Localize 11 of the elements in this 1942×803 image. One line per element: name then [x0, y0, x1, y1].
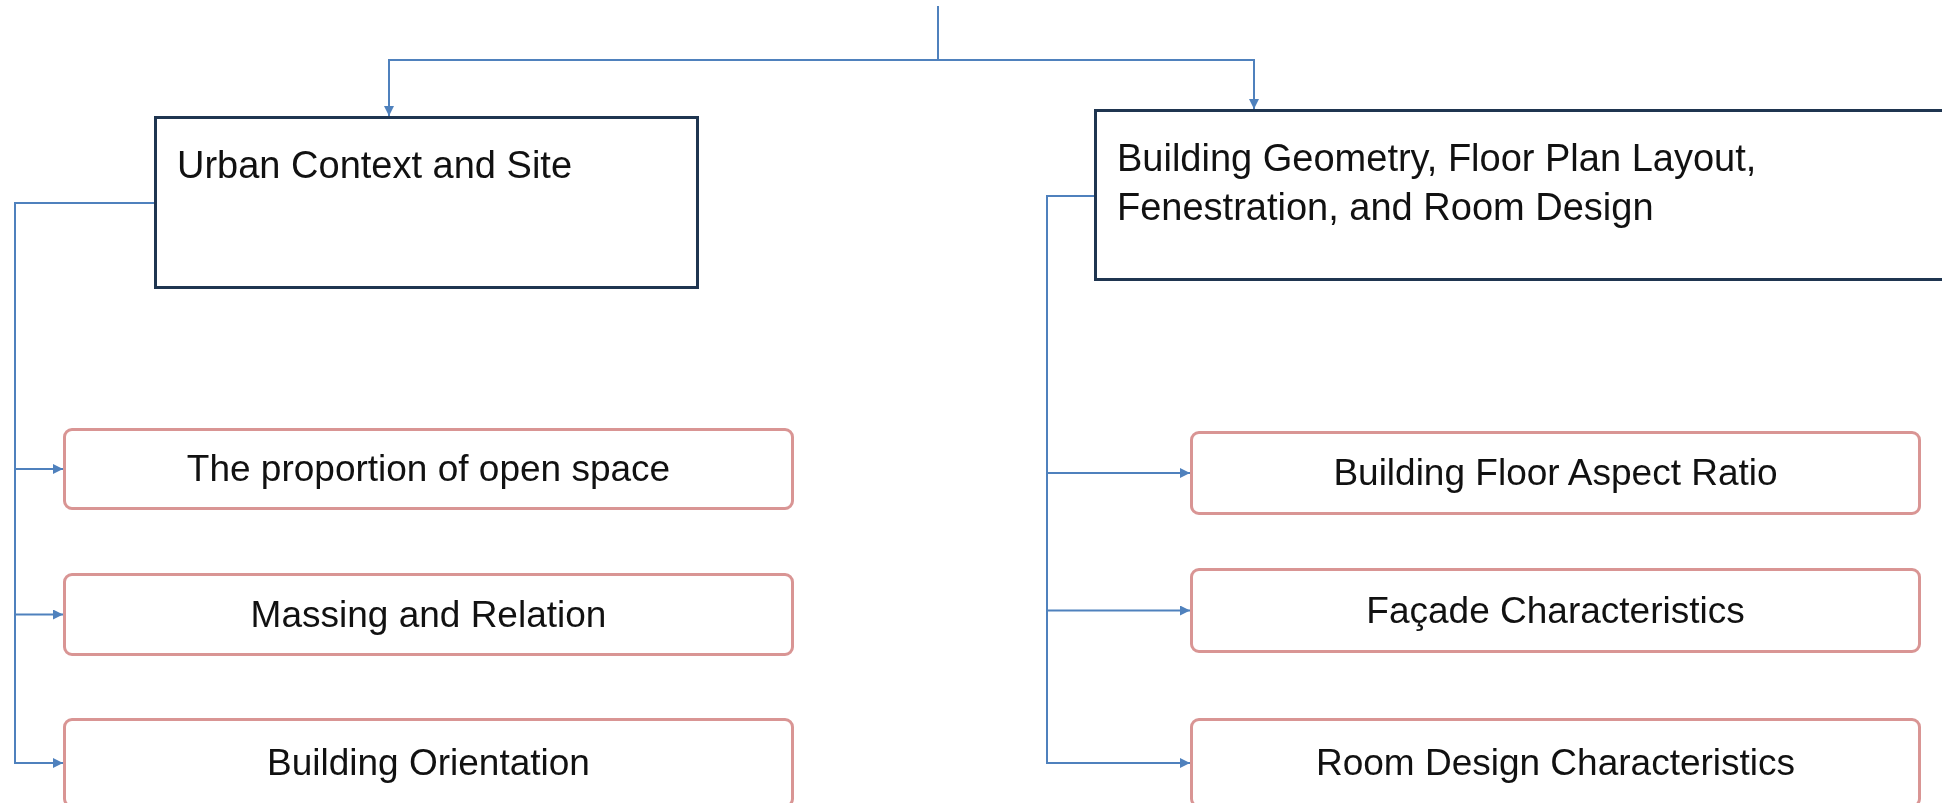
factor-box: Building Orientation [63, 718, 794, 803]
category-box: Building Geometry, Floor Plan Layout, Fenestration, and Room Design [1094, 109, 1942, 281]
factor-box: Room Design Characteristics [1190, 718, 1921, 803]
factor-box: Building Floor Aspect Ratio [1190, 431, 1921, 515]
connector-arrow [1046, 195, 1191, 768]
factor-box: Massing and Relation [63, 573, 794, 656]
factor-box: Façade Characteristics [1190, 568, 1921, 653]
connector-arrow [937, 5, 1259, 110]
connector-arrow [14, 202, 155, 768]
category-box: Urban Context and Site [154, 116, 699, 289]
factor-box: The proportion of open space [63, 428, 794, 510]
